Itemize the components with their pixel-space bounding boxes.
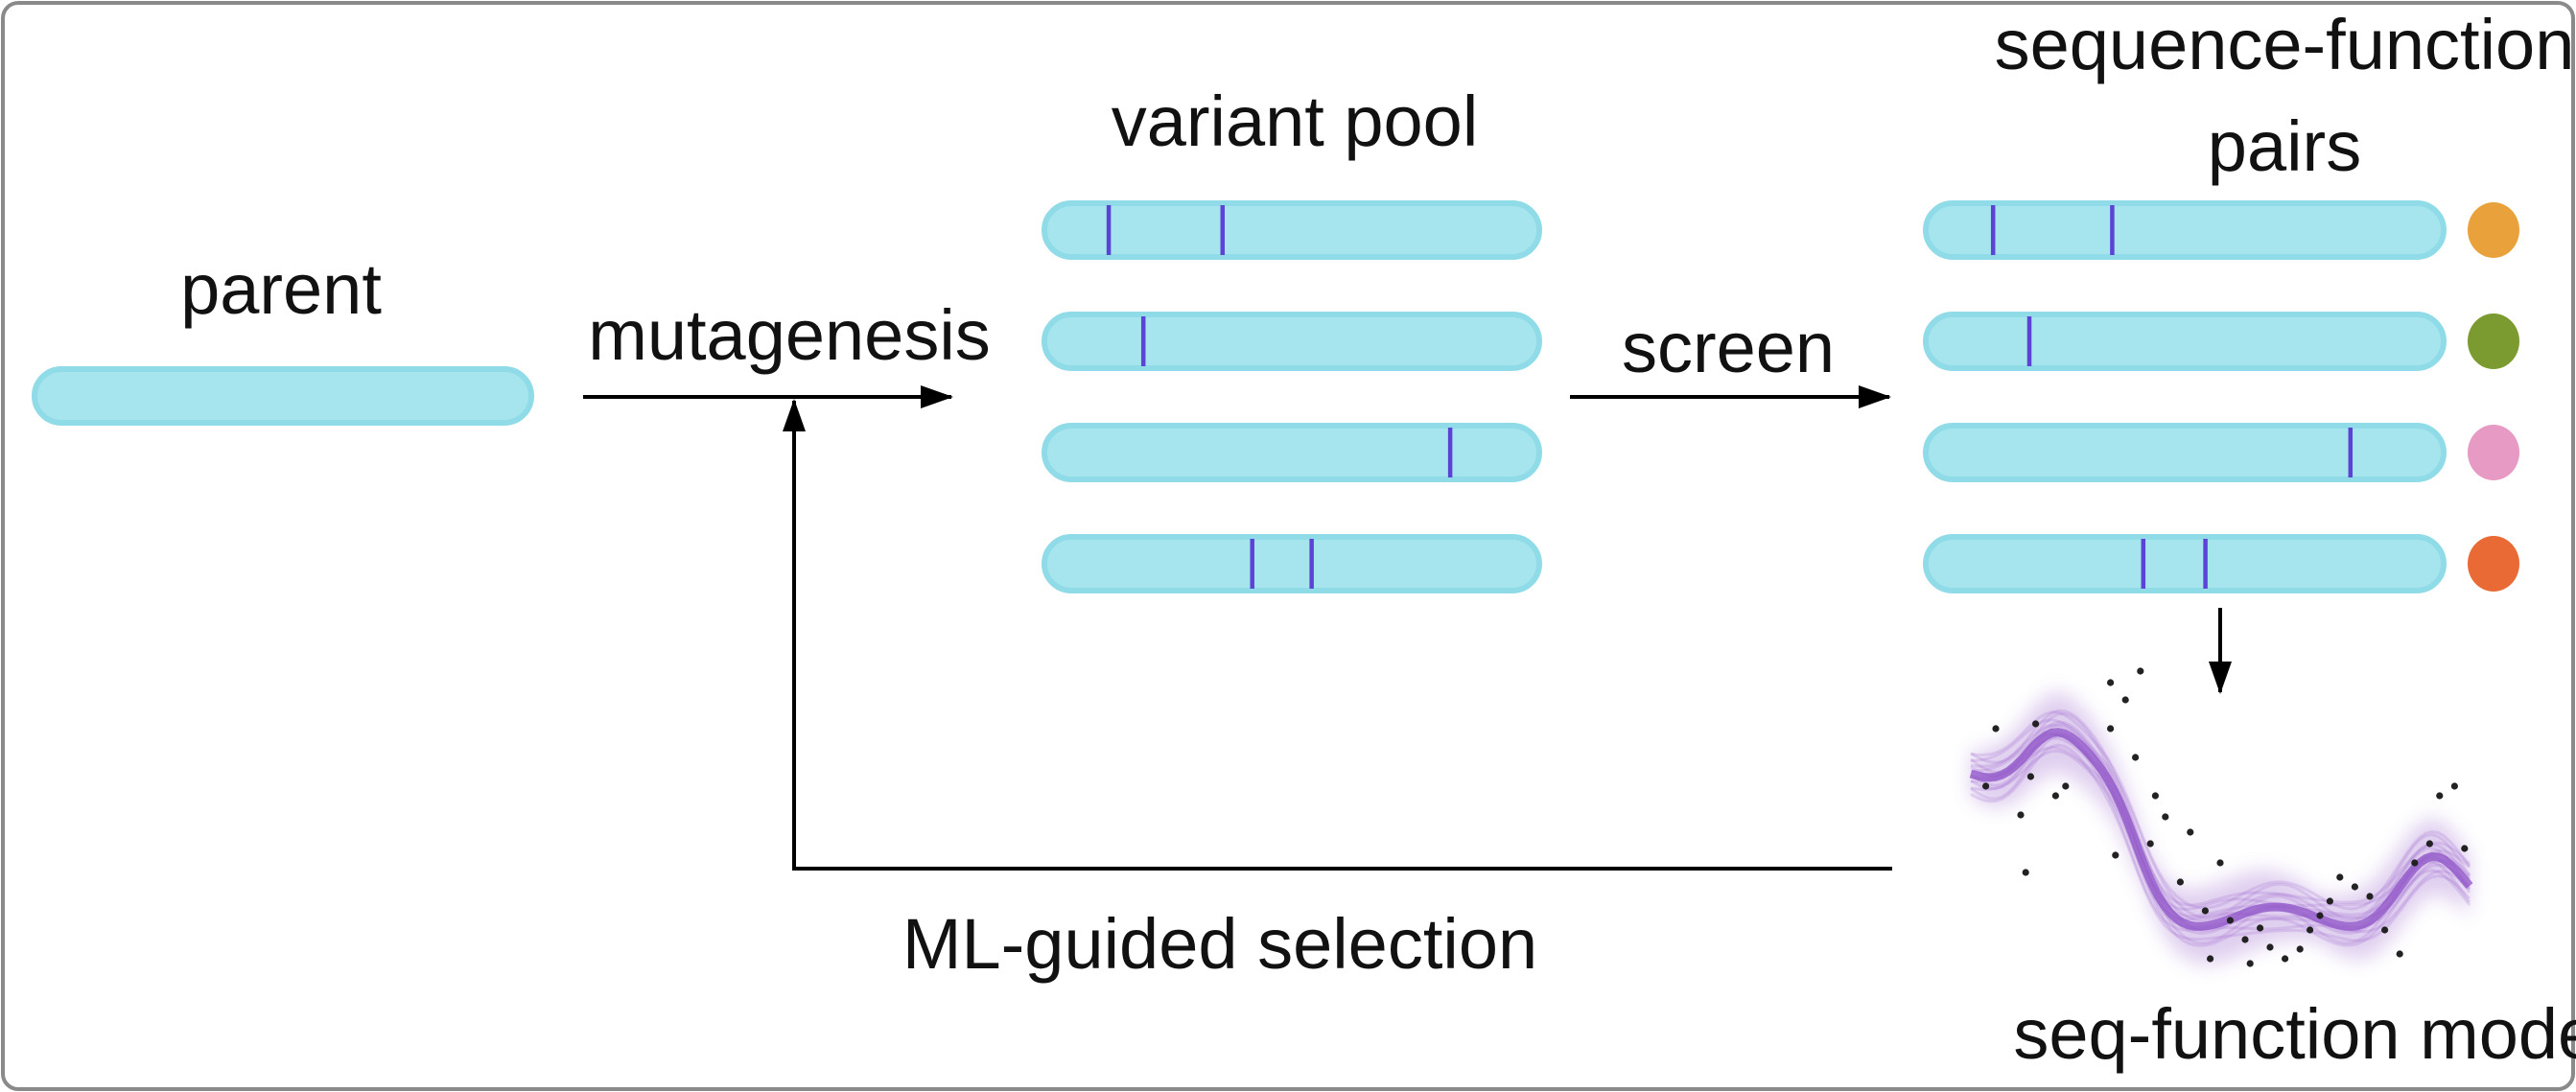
observation-point bbox=[2207, 955, 2214, 963]
pairs-variant-1 bbox=[1923, 200, 2447, 260]
screen-label: screen bbox=[1622, 308, 1835, 387]
seq-function-pairs bbox=[1923, 200, 2519, 593]
model-sample-curve bbox=[1970, 718, 2471, 920]
observation-point bbox=[2032, 720, 2040, 728]
pool-variant-4 bbox=[1042, 534, 1542, 593]
observation-point bbox=[2187, 828, 2194, 836]
observation-point bbox=[2425, 840, 2433, 848]
observation-point bbox=[2246, 960, 2254, 967]
model-sample-curve bbox=[1970, 709, 2471, 907]
seq-function-pairs-label-line1: sequence-function bbox=[1995, 5, 2575, 84]
pool-variant-2 bbox=[1042, 312, 1542, 371]
seq-function-model-label: seq-function model bbox=[2013, 994, 2576, 1074]
observation-point bbox=[2241, 936, 2249, 943]
pairs-variant-2 bbox=[1923, 312, 2447, 371]
pool-variant-1 bbox=[1042, 200, 1542, 260]
model-sample-curve bbox=[1970, 749, 2471, 947]
seq-function-model-plot bbox=[1969, 667, 2473, 967]
seq-function-pairs-label-line2: pairs bbox=[2208, 106, 2361, 186]
pairs-variant-3 bbox=[1923, 423, 2447, 482]
observation-point bbox=[2316, 912, 2324, 919]
mutagenesis-label: mutagenesis bbox=[588, 295, 991, 375]
variant-pool-label: variant pool bbox=[1112, 81, 1479, 161]
observation-point bbox=[2026, 773, 2034, 780]
observation-point bbox=[2121, 696, 2129, 704]
observation-point bbox=[2396, 950, 2403, 958]
observation-point bbox=[2162, 813, 2169, 821]
observation-point bbox=[2411, 859, 2419, 867]
observation-point bbox=[2450, 782, 2458, 790]
observation-point bbox=[2336, 873, 2344, 881]
model-sample-curve bbox=[1970, 743, 2471, 942]
observation-point bbox=[2017, 811, 2025, 819]
ml-feedback-arrow bbox=[783, 399, 1892, 871]
model-sample-curve bbox=[1970, 710, 2471, 911]
observation-point bbox=[2461, 845, 2469, 852]
observation-point bbox=[2226, 917, 2234, 924]
model-sample-curve bbox=[1970, 723, 2471, 923]
observation-point bbox=[2176, 878, 2184, 886]
parent-sequence bbox=[32, 366, 534, 426]
observation-point bbox=[2051, 792, 2059, 800]
ml-guided-selection-label: ML-guided selection bbox=[902, 904, 1537, 984]
observation-point bbox=[2132, 754, 2140, 761]
observation-point bbox=[2201, 907, 2209, 915]
model-sample-curve bbox=[1970, 733, 2471, 934]
observation-point bbox=[2296, 945, 2304, 953]
observation-point bbox=[2107, 725, 2115, 732]
pool-variant-3 bbox=[1042, 423, 1542, 482]
observation-point bbox=[2216, 859, 2224, 867]
function-value-marker-3 bbox=[2468, 425, 2519, 480]
model-mean-curve bbox=[1969, 728, 2473, 931]
function-value-marker-1 bbox=[2468, 202, 2519, 258]
observation-point bbox=[1992, 725, 2000, 732]
observation-point bbox=[2062, 782, 2070, 790]
model-sample-curve bbox=[1970, 711, 2471, 912]
observation-point bbox=[2326, 897, 2333, 905]
observation-point bbox=[2307, 926, 2314, 934]
observation-point bbox=[2146, 840, 2154, 848]
observation-point bbox=[2282, 955, 2289, 963]
observation-point bbox=[2151, 792, 2159, 800]
observation-point bbox=[2436, 792, 2444, 800]
function-value-marker-4 bbox=[2468, 536, 2519, 592]
variant-pool bbox=[1042, 200, 1542, 593]
observation-point bbox=[2112, 851, 2119, 859]
pairs-variant-4 bbox=[1923, 534, 2447, 593]
observation-point bbox=[2266, 943, 2274, 951]
observation-point bbox=[2381, 926, 2389, 934]
observation-point bbox=[2022, 869, 2029, 876]
observation-point bbox=[2137, 667, 2144, 675]
parent-label: parent bbox=[180, 249, 382, 329]
observation-point bbox=[1982, 782, 1990, 790]
observation-point bbox=[2257, 924, 2264, 932]
observation-point bbox=[2351, 883, 2358, 891]
observation-point bbox=[2366, 893, 2374, 900]
function-value-marker-2 bbox=[2468, 314, 2519, 369]
observation-point bbox=[2107, 679, 2115, 686]
